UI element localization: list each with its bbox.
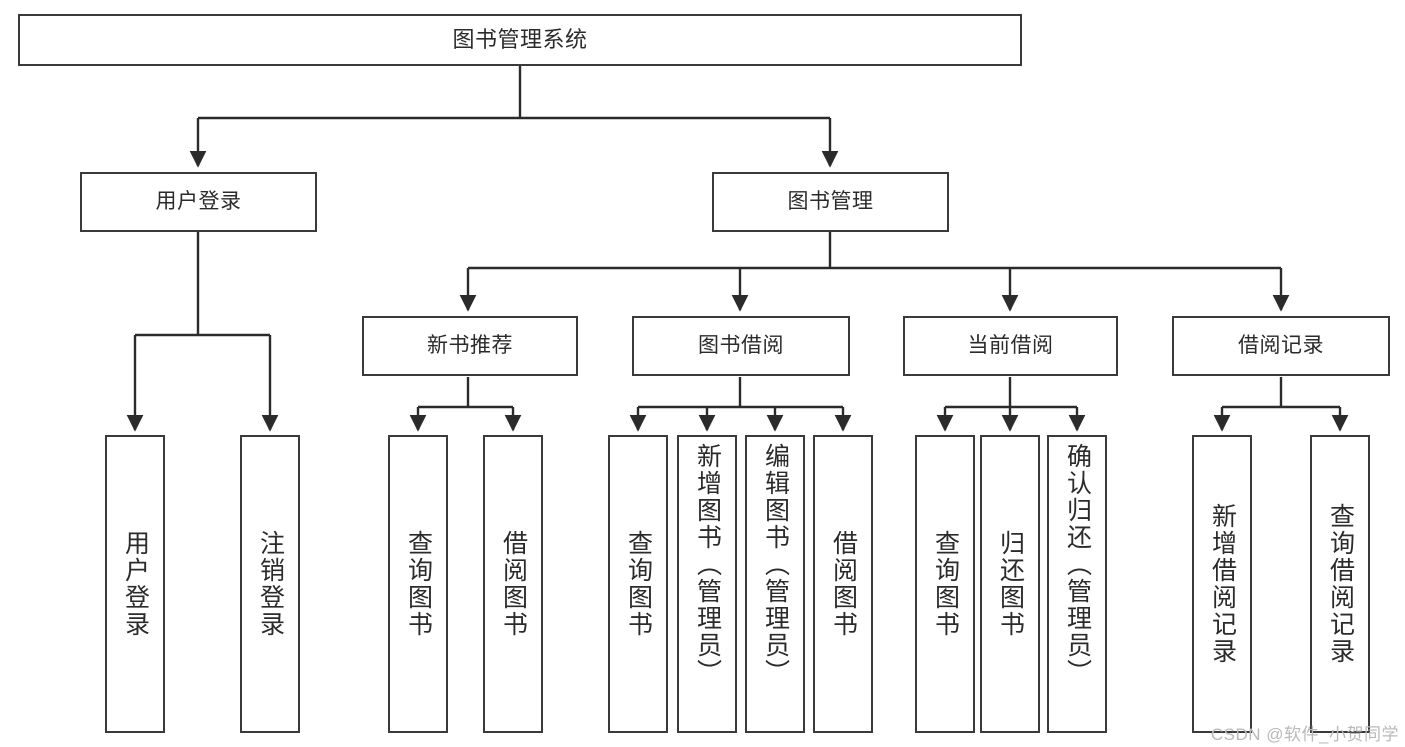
leaf-label: 借阅图书	[829, 530, 858, 638]
leaf-user-login-logout[interactable]: 注销登录	[240, 435, 300, 733]
leaf-current-return-book[interactable]: 归还图书	[980, 435, 1040, 733]
leaf-borrow-borrow-book[interactable]: 借阅图书	[813, 435, 873, 733]
leaf-user-login-login[interactable]: 用户登录	[105, 435, 165, 733]
node-new-book-recommend[interactable]: 新书推荐	[362, 316, 578, 376]
leaf-record-add[interactable]: 新增借阅记录	[1192, 435, 1252, 733]
leaf-label: 归还图书	[996, 530, 1025, 638]
node-book-management-label: 图书管理	[787, 190, 874, 214]
leaf-borrow-query-book[interactable]: 查询图书	[608, 435, 668, 733]
leaf-label: 新增图书（管理员）	[693, 443, 722, 686]
node-book-borrow[interactable]: 图书借阅	[632, 316, 850, 376]
leaf-label: 编辑图书（管理员）	[761, 443, 790, 686]
node-book-management[interactable]: 图书管理	[712, 172, 949, 232]
leaf-record-query[interactable]: 查询借阅记录	[1310, 435, 1370, 733]
leaf-label: 注销登录	[256, 530, 285, 638]
node-borrow-record[interactable]: 借阅记录	[1172, 316, 1390, 376]
node-user-login[interactable]: 用户登录	[80, 172, 317, 232]
node-borrow-record-label: 借阅记录	[1238, 334, 1324, 358]
leaf-label: 新增借阅记录	[1208, 503, 1237, 665]
leaf-label: 查询图书	[931, 530, 960, 638]
leaf-borrow-add-book[interactable]: 新增图书（管理员）	[677, 435, 737, 733]
node-book-borrow-label: 图书借阅	[698, 334, 784, 358]
node-new-book-recommend-label: 新书推荐	[427, 334, 513, 358]
node-user-login-label: 用户登录	[155, 190, 242, 214]
node-root-label: 图书管理系统	[452, 26, 588, 52]
node-current-borrow[interactable]: 当前借阅	[903, 316, 1118, 376]
leaf-label: 确认归还（管理员）	[1063, 443, 1092, 686]
leaf-new-book-borrow[interactable]: 借阅图书	[483, 435, 543, 733]
node-current-borrow-label: 当前借阅	[967, 334, 1054, 358]
leaf-new-book-query[interactable]: 查询图书	[388, 435, 448, 733]
node-root[interactable]: 图书管理系统	[18, 14, 1022, 66]
leaf-label: 用户登录	[121, 530, 150, 638]
leaf-label: 查询图书	[624, 530, 653, 638]
watermark: CSDN @软件_小贺同学	[1210, 725, 1399, 744]
leaf-borrow-edit-book[interactable]: 编辑图书（管理员）	[745, 435, 805, 733]
leaf-label: 借阅图书	[499, 530, 528, 638]
leaf-label: 查询借阅记录	[1326, 503, 1355, 665]
leaf-label: 查询图书	[404, 530, 433, 638]
leaf-current-confirm-return[interactable]: 确认归还（管理员）	[1047, 435, 1107, 733]
leaf-current-query-book[interactable]: 查询图书	[915, 435, 975, 733]
